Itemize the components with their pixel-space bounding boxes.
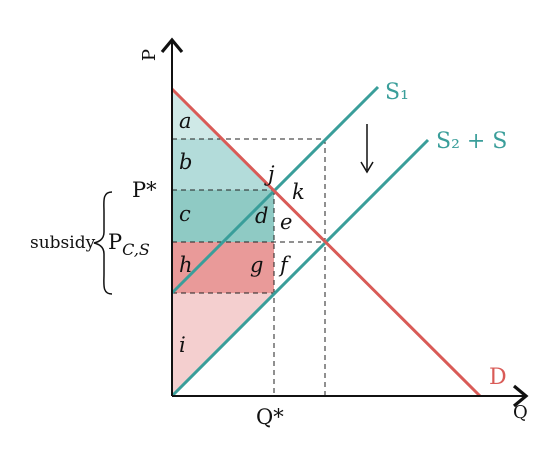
region-c-fill — [172, 190, 274, 242]
region-f-label: f — [278, 253, 291, 277]
region-b-label: b — [179, 150, 192, 174]
x-axis-label: Q — [513, 402, 528, 423]
region-d-label: d — [255, 204, 268, 228]
supply2-label: S₂ + S — [436, 129, 507, 154]
region-g-label: g — [250, 253, 263, 277]
region-a-label: a — [179, 109, 192, 133]
q-star-label: Q* — [256, 405, 284, 429]
p-star-label: P* — [132, 178, 157, 202]
region-k-label: k — [292, 180, 305, 204]
shift-down-arrow — [360, 124, 374, 174]
supply-curve-s2 — [170, 138, 430, 398]
region-h-label: h — [179, 253, 193, 277]
region-c-label: c — [179, 202, 191, 226]
subsidy-label: subsidy — [30, 233, 96, 253]
y-axis-label: P — [139, 49, 160, 61]
demand-label: D — [489, 365, 507, 390]
region-b-fill — [172, 139, 274, 190]
region-e-label: e — [280, 210, 292, 234]
subsidy-brace-icon — [93, 191, 113, 295]
region-i-label: i — [179, 333, 186, 357]
region-j-label: j — [264, 162, 275, 186]
supply1-label: S₁ — [385, 80, 409, 105]
p-cs-label: PC,S — [108, 230, 150, 259]
region-h-fill — [172, 242, 274, 293]
demand-curve — [170, 87, 482, 398]
